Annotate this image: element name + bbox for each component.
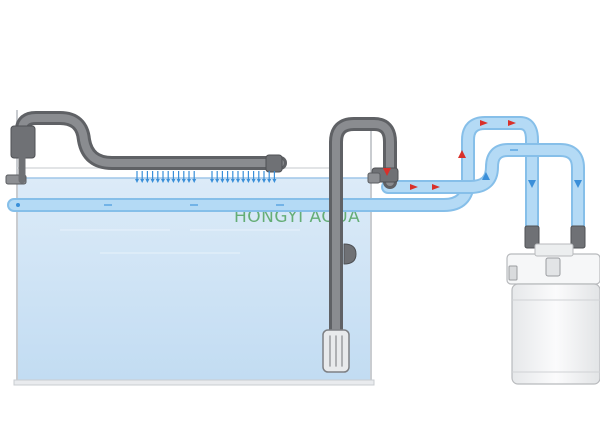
intake-hose-fill <box>383 145 583 233</box>
spray-droplet-head <box>150 179 155 183</box>
aquarium-tank <box>13 110 375 386</box>
hose-network <box>7 116 585 235</box>
spray-droplet-head <box>181 179 186 183</box>
spray-droplet-head <box>220 179 225 183</box>
spray-droplet-head <box>241 179 246 183</box>
spray-droplet-head <box>215 179 220 183</box>
intake-clamp <box>367 172 381 184</box>
spray-droplet-head <box>267 179 272 183</box>
flow-arrow-red <box>410 184 418 190</box>
suction-cup <box>343 243 357 265</box>
flow-arrow-blue <box>482 172 490 180</box>
spray-droplet-head <box>145 179 150 183</box>
intake-valve <box>570 225 586 249</box>
spray-droplet-head <box>236 179 240 183</box>
flow-arrows <box>16 120 582 207</box>
spray-droplet-head <box>262 179 266 183</box>
inflow-intake-pipe <box>322 117 399 373</box>
spray-droplet-head <box>192 179 197 183</box>
spray-droplet-head <box>187 179 191 183</box>
flow-arrow-red <box>480 120 488 126</box>
flow-dot-blue <box>16 203 20 207</box>
flow-arrow-red <box>508 120 516 126</box>
flow-arrow-blue <box>574 180 582 188</box>
return-valve <box>524 225 540 249</box>
spray-droplet-head <box>230 179 235 183</box>
flow-arrow-red <box>383 168 391 176</box>
spray-droplet-head <box>272 179 277 183</box>
flow-arrow-red <box>432 184 440 190</box>
spray-droplet-head <box>251 179 256 183</box>
tank-base <box>13 379 375 386</box>
spray-droplet-head <box>140 179 145 183</box>
spray-bar-cap <box>265 154 283 173</box>
spray-droplet-head <box>135 179 139 183</box>
return-hose-fill <box>9 118 537 233</box>
outflow-pipe <box>15 111 287 170</box>
spray-droplet-head <box>161 179 165 183</box>
canister-body <box>511 283 600 385</box>
flow-arrow-blue <box>528 180 536 188</box>
spray-droplet-head <box>225 179 230 183</box>
spray-droplets <box>135 171 277 183</box>
canister-head-top <box>534 243 574 257</box>
intake-pipe-core <box>332 120 394 356</box>
spray-droplet-head <box>176 179 181 183</box>
spray-droplet-head <box>166 179 171 183</box>
outflow-pipe-core <box>18 114 284 167</box>
flow-arrow-red <box>458 150 466 158</box>
canister-clip <box>508 265 518 281</box>
canister-filter <box>506 225 600 385</box>
spray-droplet-head <box>246 179 251 183</box>
spray-droplet-head <box>256 179 261 183</box>
prime-button <box>545 257 561 277</box>
spray-droplet-head <box>210 179 214 183</box>
spray-droplet-head <box>155 179 160 183</box>
outflow-spray-bar <box>5 111 287 185</box>
spray-droplet-head <box>171 179 176 183</box>
